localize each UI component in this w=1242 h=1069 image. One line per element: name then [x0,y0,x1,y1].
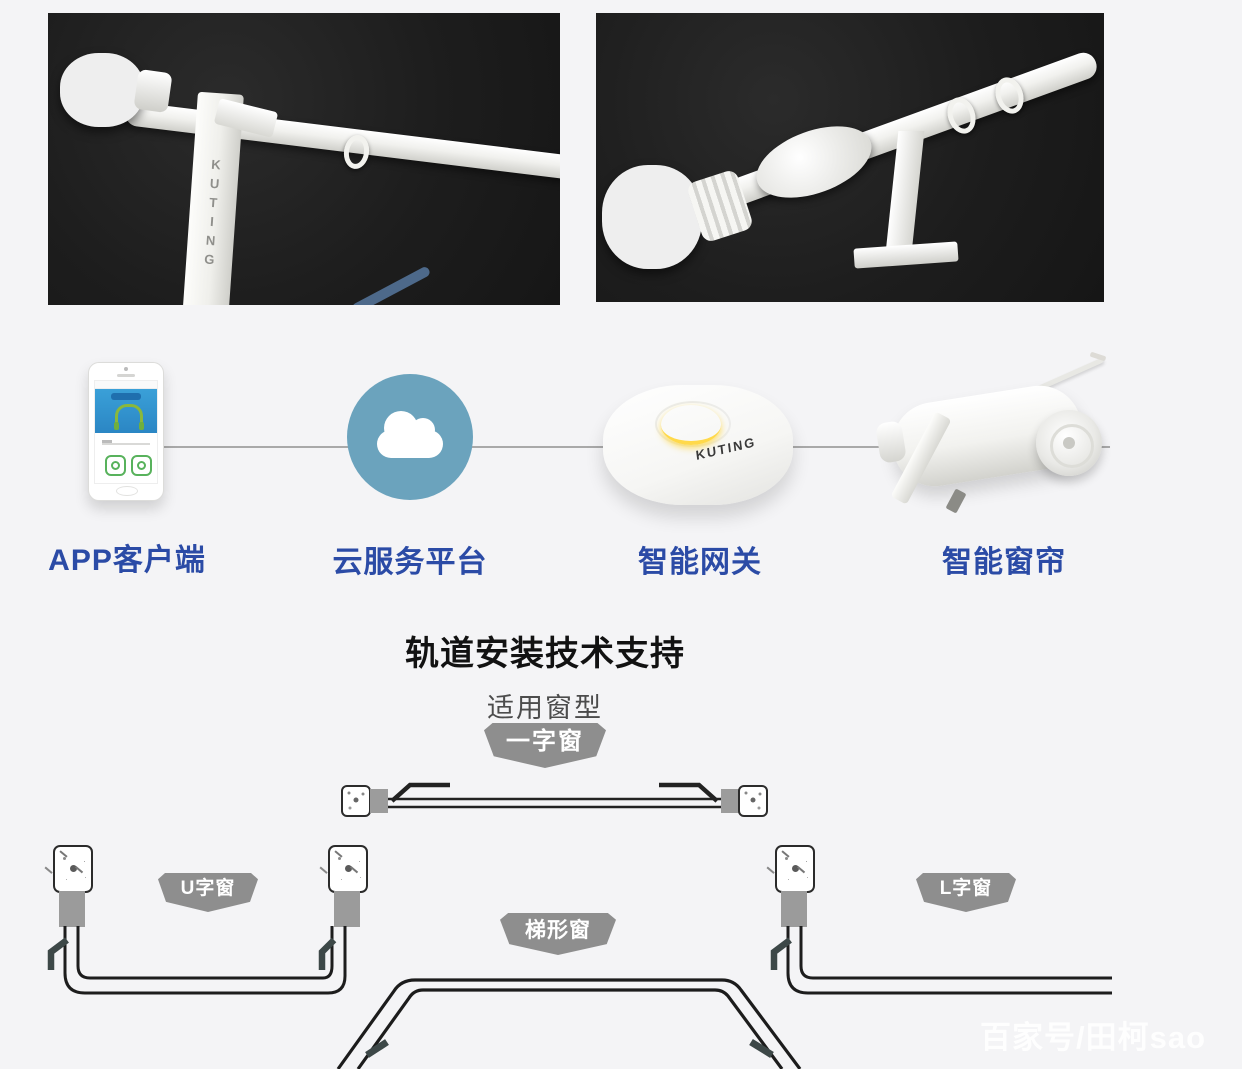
u-window-motor-left [53,845,93,927]
straight-window-track-diagram [341,782,768,817]
rod-finial [60,53,144,127]
curtain-rod [124,101,560,180]
app-close-button [131,455,152,476]
curtain-icon [114,404,144,430]
flow-label-cloud-platform: 云服务平台 [332,546,488,579]
phone-home-button [116,486,138,496]
track-end-bend-left [390,782,450,803]
motor-end-cap [1036,410,1102,476]
product-photo-left: KUTING [48,13,560,305]
motor-bracket-clamp [945,488,967,514]
flow-label-smart-gateway: 智能网关 [638,546,762,579]
track-rail-outer [63,926,347,995]
trapezoid-window-track-diagram [336,978,802,1069]
app-control-panel [95,433,157,483]
l-window-track-diagram [770,926,1112,995]
section-subtitle: 适用窗型 [487,693,603,723]
watermark-text: 百家号/田柯sao [980,1020,1207,1055]
wall-bracket-base [853,241,959,269]
flow-label-smart-curtain: 智能窗帘 [942,546,1066,579]
phone-screen [94,380,158,484]
rod-finial [602,165,702,269]
track-rail-outer [336,978,802,1069]
badge-straight-window: 一字窗 [484,723,606,768]
track-rails [388,797,722,809]
gateway-yellow-glow [661,405,721,445]
cloud-icon [377,411,443,458]
app-blue-panel [95,389,157,433]
pull-hook [770,937,792,970]
track-rail-inner [799,926,1112,980]
app-slider [102,443,150,445]
brand-text-vertical: KUTING [201,156,224,272]
flow-label-app-client: APP客户端 [48,544,206,577]
pull-hook-right [749,1039,774,1058]
pull-hook-left [47,937,69,970]
badge-trapezoid-window: 梯形窗 [500,913,616,955]
track-connector [370,789,388,813]
gateway-top-ring [655,401,731,447]
track-rail-outer [786,926,1112,995]
app-header-button [111,393,141,400]
rod-decoration [747,112,881,212]
badge-l-window: L字窗 [916,873,1016,912]
pull-hook-right [318,937,337,970]
app-slider-label [102,440,112,443]
track-rail-inner [356,988,784,1069]
background-object [350,265,432,305]
pull-hook-left [365,1039,389,1058]
u-window-track-diagram [47,926,347,995]
app-open-button [105,455,126,476]
product-photo-right [596,13,1104,302]
track-end-bend-right [659,782,719,803]
badge-u-window: U字窗 [158,873,258,912]
track-rail-inner [76,926,334,980]
phone-camera-dot [124,367,128,371]
rod-finial-neck [133,68,173,114]
smart-gateway-illustration: KUTING [603,385,793,505]
u-window-motor-right [328,845,368,927]
section-title: 轨道安装技术支持 [405,635,685,673]
curtain-motor-illustration [875,351,1113,514]
cloud-service-icon [347,374,473,500]
l-window-motor [775,845,815,927]
phone-statusbar [95,381,157,389]
track-connector [721,789,739,813]
phone-speaker [117,374,135,377]
smartphone-app-illustration [88,362,164,501]
